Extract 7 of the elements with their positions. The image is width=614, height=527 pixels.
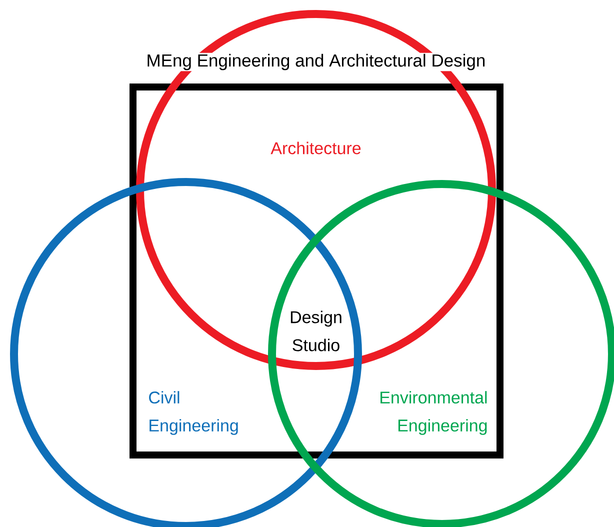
circle-label: Environmental Engineering <box>380 391 487 435</box>
heading: MEng Engineering and Architectural Design <box>145 52 487 72</box>
circle-label: Civil Engineering <box>149 391 238 435</box>
overlap-label: Design Studio <box>290 310 342 352</box>
square-frame <box>130 84 504 458</box>
circle <box>136 10 496 370</box>
circle-label: Architecture <box>270 142 361 154</box>
